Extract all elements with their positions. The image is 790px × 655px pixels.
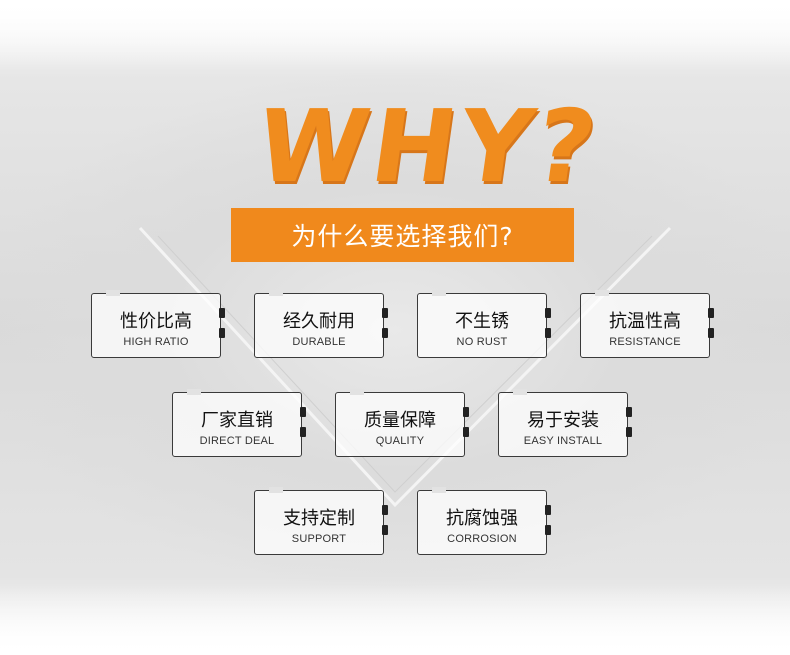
background-bottom-fade <box>0 585 790 655</box>
feature-card-durable: 经久耐用 DURABLE <box>254 290 388 358</box>
feature-en-label: HIGH RATIO <box>123 336 189 348</box>
why-title: WHY? <box>249 88 607 205</box>
feature-cn-label: 性价比高 <box>120 311 192 332</box>
feature-cn-label: 不生锈 <box>455 311 509 332</box>
feature-en-label: DURABLE <box>292 336 346 348</box>
feature-en-label: DIRECT DEAL <box>199 435 275 447</box>
feature-cn-label: 质量保障 <box>364 410 436 431</box>
feature-en-label: CORROSION <box>447 533 517 545</box>
feature-cn-label: 支持定制 <box>283 508 355 529</box>
feature-en-label: RESISTANCE <box>609 336 681 348</box>
feature-en-label: NO RUST <box>456 336 508 348</box>
background-top-fade <box>0 0 790 70</box>
feature-card-quality: 质量保障 QUALITY <box>335 389 469 457</box>
feature-cn-label: 易于安装 <box>527 410 599 431</box>
subtitle-banner: 为什么要选择我们? <box>231 208 574 262</box>
feature-cn-label: 抗温性高 <box>609 311 681 332</box>
feature-en-label: QUALITY <box>375 435 425 447</box>
feature-cn-label: 厂家直销 <box>201 410 273 431</box>
feature-card-high-ratio: 性价比高 HIGH RATIO <box>91 290 225 358</box>
feature-cn-label: 抗腐蚀强 <box>446 508 518 529</box>
feature-card-support: 支持定制 SUPPORT <box>254 487 388 555</box>
feature-card-resistance: 抗温性高 RESISTANCE <box>580 290 714 358</box>
feature-card-no-rust: 不生锈 NO RUST <box>417 290 551 358</box>
feature-card-corrosion: 抗腐蚀强 CORROSION <box>417 487 551 555</box>
feature-cn-label: 经久耐用 <box>283 311 355 332</box>
feature-en-label: EASY INSTALL <box>523 435 603 447</box>
subtitle-text: 为什么要选择我们? <box>291 222 514 251</box>
feature-en-label: SUPPORT <box>291 533 347 545</box>
feature-card-direct-deal: 厂家直销 DIRECT DEAL <box>172 389 306 457</box>
feature-card-easy-install: 易于安装 EASY INSTALL <box>498 389 632 457</box>
